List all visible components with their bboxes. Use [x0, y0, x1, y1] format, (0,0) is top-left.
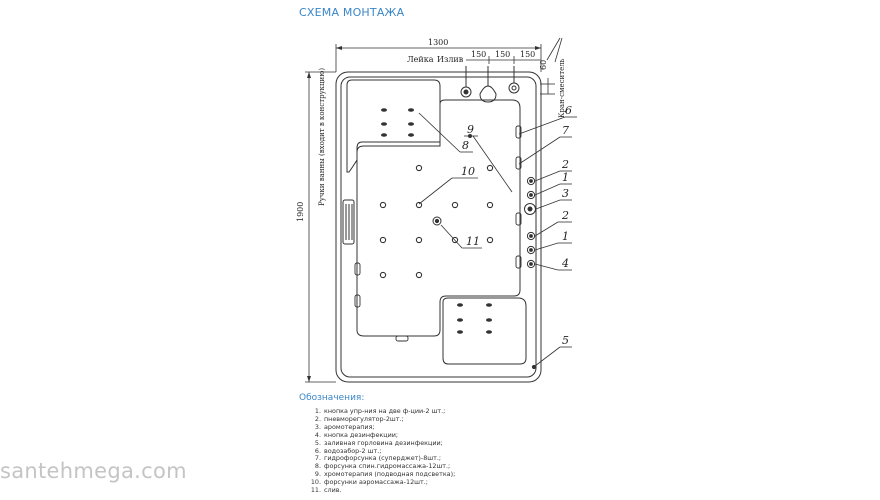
hydromassage-nozzles: [381, 108, 492, 334]
legend-item-number: 9.: [314, 470, 321, 479]
label-leika: Лейка: [407, 55, 434, 64]
legend-item-text: форсунка спин.гидромассажа-12шт.;: [324, 462, 451, 471]
legend-item: 1.кнопка упр-ния на две ф-ции-2 шт.;: [309, 407, 455, 416]
legend-item-text: водозабор-2 шт.;: [324, 446, 382, 455]
label-izliv: Излив: [437, 55, 464, 64]
legend-item-number: 6.: [314, 446, 321, 455]
legend-title: Обозначения:: [299, 393, 365, 403]
legend-item: 3.аромотерапия;: [309, 422, 455, 432]
bath-inner-outline: [340, 76, 537, 378]
callout-8: 8: [462, 139, 469, 152]
legend-item-text: заливная горловина дезинфекции;: [324, 438, 443, 447]
legend-item: 5.заливная горловина дезинфекции;: [309, 438, 455, 448]
drain: [432, 216, 442, 226]
callout-1b: 1: [562, 230, 569, 243]
legend-item: 7.гидрофорсунка (суперджет)-8шт.;: [309, 454, 455, 463]
superjet-nozzles: [354, 125, 522, 342]
legend-item-text: хромотерапия (подводная подсветка);: [324, 470, 456, 479]
control-buttons: [524, 176, 537, 370]
legend-list: 1.кнопка упр-ния на две ф-ции-2 шт.;2.пн…: [309, 407, 456, 495]
legend-item-number: 4.: [314, 430, 321, 439]
dimension-spacing-2: 150: [495, 50, 510, 59]
legend-item: 9.хромотерапия (подводная подсветка);: [309, 470, 456, 479]
bath-lower-seat: [442, 297, 527, 365]
legend-item: 10.форсунки аэромассажа-12шт.;: [309, 478, 455, 487]
legend-item-number: 10.: [310, 478, 321, 487]
callout-7: 7: [562, 124, 569, 137]
aeromassage-nozzles: [379, 164, 494, 279]
legend-item: 6.водозабор-2 шт.;: [309, 446, 455, 456]
callout-11: 11: [466, 235, 480, 248]
legend-item-number: 5.: [314, 438, 321, 447]
legend-item-number: 2.: [314, 414, 321, 423]
legend-item-number: 11.: [310, 486, 321, 495]
legend-item-text: аромотерапия;: [324, 422, 375, 431]
bath-main-basin: [356, 99, 521, 337]
callout-4: 4: [561, 257, 569, 270]
label-handles: Ручки ванны (входит в конструкцию): [318, 68, 326, 206]
callout-1: 1: [562, 171, 569, 184]
legend-item: 8.форсунка спин.гидромассажа-12шт.;: [309, 462, 455, 471]
callout-2b: 2: [561, 209, 569, 222]
legend-item: 4.кнопка дезинфекции;: [309, 430, 455, 440]
dimension-width: 1300: [428, 38, 448, 47]
watermark: santehmega.com: [0, 459, 187, 483]
legend-item-number: 3.: [314, 422, 321, 431]
faucet-assembly: [460, 66, 520, 103]
legend-item-text: кнопка дезинфекции;: [324, 430, 399, 439]
label-mixer: Кран-смеситель: [558, 58, 566, 118]
dimension-length: 1900: [296, 202, 305, 222]
legend-item-text: пневморегулятор-2шт.;: [324, 414, 404, 423]
callout-3: 3: [562, 187, 569, 200]
page-title: СХЕМА МОНТАЖА: [299, 6, 405, 19]
legend-item-text: слив.: [324, 486, 342, 495]
legend-item: 11.слив.: [309, 486, 455, 495]
legend-item-number: 7.: [314, 454, 321, 463]
callout-10: 10: [461, 165, 475, 178]
legend-item: 2.пневморегулятор-2шт.;: [309, 414, 455, 424]
callout-6: 6: [565, 104, 572, 117]
legend-item-text: кнопка упр-ния на две ф-ции-2 шт.;: [324, 407, 446, 415]
bath-handle: [342, 199, 355, 245]
dimension-small: 60: [539, 60, 548, 70]
bath-upper-recess: [346, 79, 441, 173]
dimension-spacing-1: 150: [471, 50, 486, 59]
callout-9: 9: [467, 123, 474, 136]
dimension-spacing-3: 150: [520, 50, 535, 59]
bath-outer-outline: [335, 71, 542, 383]
legend-item-number: 1.: [314, 407, 321, 415]
callout-2: 2: [561, 158, 569, 171]
callout-5: 5: [562, 334, 569, 347]
legend-item-text: форсунки аэромассажа-12шт.;: [324, 478, 428, 487]
legend-item-number: 8.: [314, 462, 321, 471]
legend-item-text: гидрофорсунка (суперджет)-8шт.;: [324, 454, 442, 463]
